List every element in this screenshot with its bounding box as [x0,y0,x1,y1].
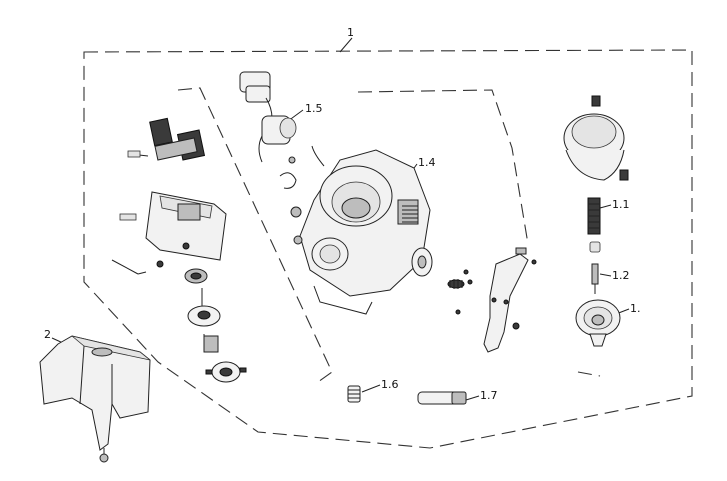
callout-1-5: 1.5 [305,102,323,115]
callout-1-1: 1.1 [612,198,630,211]
part-2-bracket [39,335,151,463]
part-1-6-jet [347,385,361,403]
part-1-7-screw [417,391,467,405]
assembly-1-boundary [83,49,693,449]
float-chamber-group [111,117,247,383]
callout-1-3: 1. [630,302,641,315]
callout-2: 2 [44,328,51,341]
callout-1-7: 1.7 [480,389,498,402]
callout-labels: 1 1.5 1.4 1.1 1.2 1. 1.6 1.7 2 [44,26,641,402]
inner-dashed-outline-left [177,87,333,383]
callout-1-2: 1.2 [612,269,630,282]
callout-1-6: 1.6 [381,378,399,391]
callout-1-4: 1.4 [418,156,436,169]
throttle-spring [402,205,418,223]
part-1-4-carburetor-body [290,149,433,315]
part-1-2-needle [591,263,599,294]
part-1-1-spring [587,197,601,235]
part-1-5-sensor [239,71,325,189]
throttle-linkage-group [447,247,537,353]
inner-dashed-outline-right [357,89,601,377]
callout-1: 1 [347,26,354,39]
right-column-parts [563,95,629,347]
part-1-3-cup [575,299,621,347]
